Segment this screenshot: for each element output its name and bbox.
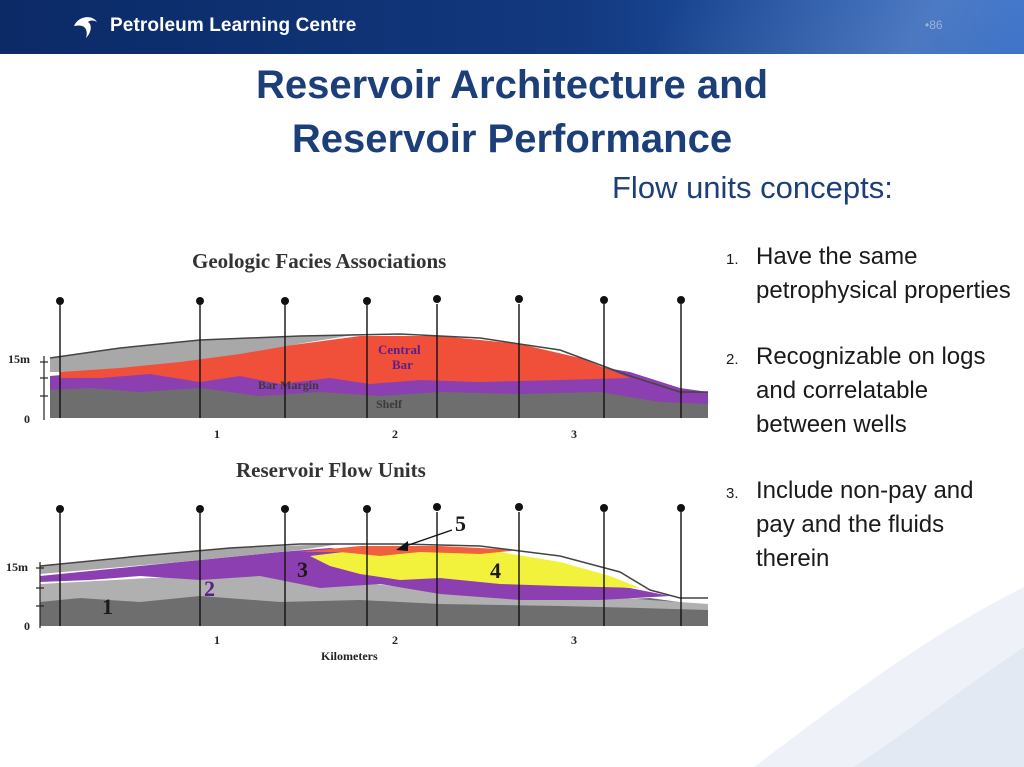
unit-label-4: 4 <box>490 558 501 583</box>
top-wells <box>59 304 682 418</box>
unit-label-2: 2 <box>204 576 215 601</box>
label-bar-margin: Bar Margin <box>258 378 319 392</box>
central-bar-layer <box>60 336 630 384</box>
criteria-item: 3. Include non-pay and pay and the fluid… <box>726 474 1016 576</box>
flow-units-diagram: Geologic Facies Associations Central Bar… <box>6 249 708 663</box>
flow-unit-criteria-list: 1. Have the same petrophysical propertie… <box>726 240 1016 608</box>
top-scale-0: 0 <box>24 412 30 426</box>
criteria-number: 2. <box>726 351 739 368</box>
top-scale-15m: 15m <box>8 352 30 366</box>
facies-panel: Geologic Facies Associations Central Bar… <box>8 249 708 441</box>
bottom-wells <box>59 512 682 626</box>
slide-subtitle: Flow units concepts: <box>612 170 893 205</box>
top-outline <box>49 333 708 393</box>
bottom-tick-2: 2 <box>392 633 398 647</box>
corner-decoration <box>754 587 1024 767</box>
slide-title: Reservoir Architecture and Reservoir Per… <box>0 58 1024 166</box>
dolphin-logo-icon <box>74 17 97 38</box>
unit-5-pointer <box>399 529 453 549</box>
unit-label-5: 5 <box>455 511 466 536</box>
bottom-well-heads <box>56 503 685 513</box>
criteria-text: Recognizable on logs and correlatable be… <box>756 343 986 438</box>
cap-layer <box>50 334 360 372</box>
criteria-item: 1. Have the same petrophysical propertie… <box>726 240 1016 308</box>
criteria-text: Have the same petrophysical properties <box>756 243 1011 304</box>
criteria-number: 3. <box>726 485 739 502</box>
bottom-tick-1: 1 <box>214 633 220 647</box>
axis-label-kilometers: Kilometers <box>321 649 378 663</box>
criteria-item: 2. Recognizable on logs and correlatable… <box>726 340 1016 442</box>
header-sheen <box>636 0 1024 54</box>
flow-unit-5 <box>300 546 520 556</box>
flow-cap-layer <box>40 544 340 574</box>
label-central: Central <box>378 342 421 357</box>
slide-title-line-1: Reservoir Architecture and <box>255 63 769 107</box>
bottom-tick-3: 3 <box>571 633 577 647</box>
slide-number: •86 <box>925 18 943 32</box>
bottom-scale-0: 0 <box>24 619 30 633</box>
top-tick-2: 2 <box>392 427 398 441</box>
slide-title-line-2: Reservoir Performance <box>291 117 733 161</box>
flow-units-panel-title: Reservoir Flow Units <box>236 458 426 482</box>
bottom-scale-15m: 15m <box>6 560 28 574</box>
label-shelf: Shelf <box>376 397 403 411</box>
header-bar: Petroleum Learning Centre •86 <box>0 0 1024 54</box>
margin-finger <box>300 384 470 392</box>
criteria-number: 1. <box>726 251 739 268</box>
label-bar: Bar <box>392 357 413 372</box>
flow-unit-4 <box>310 550 640 588</box>
flow-unit-2 <box>40 574 708 610</box>
facies-panel-title: Geologic Facies Associations <box>192 249 446 273</box>
unit-label-1: 1 <box>102 594 113 619</box>
unit-5-arrowhead <box>396 541 408 551</box>
flow-units-panel: Reservoir Flow Units 1 2 3 4 5 <box>6 458 708 663</box>
top-tick-3: 3 <box>571 427 577 441</box>
top-well-heads <box>56 295 685 305</box>
criteria-text: Include non-pay and pay and the fluids t… <box>756 477 974 572</box>
flow-unit-3 <box>40 548 670 600</box>
brand-name: Petroleum Learning Centre <box>110 15 357 36</box>
unit-label-3: 3 <box>297 557 308 582</box>
top-tick-1: 1 <box>214 427 220 441</box>
